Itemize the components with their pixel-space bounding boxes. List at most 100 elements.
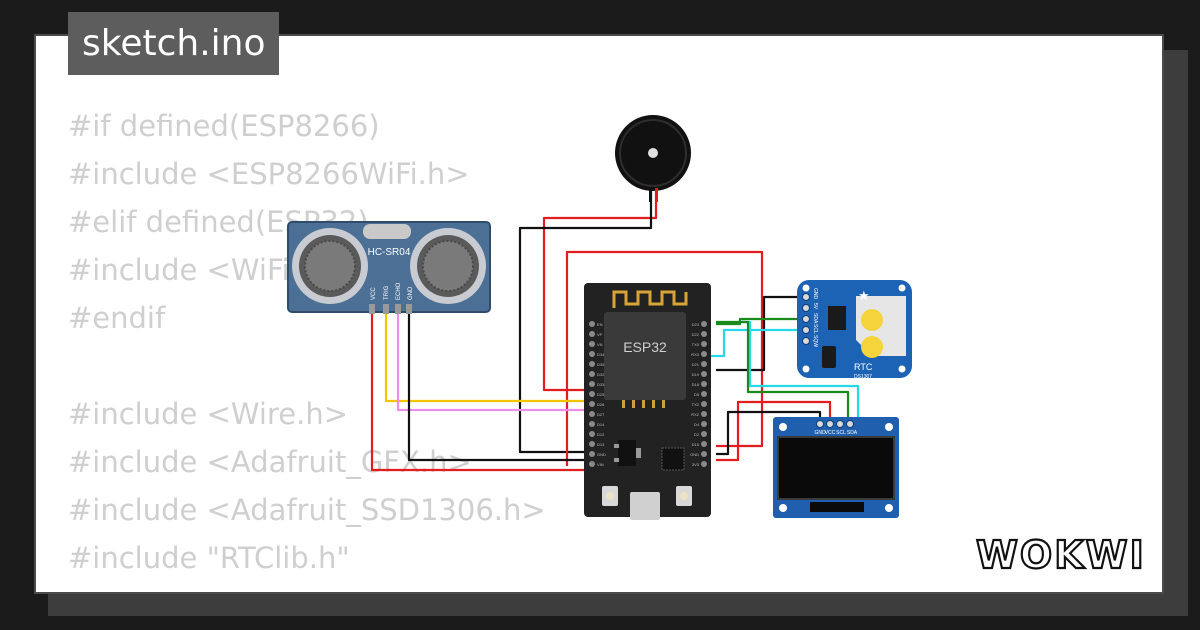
esp32-pin-label: GND xyxy=(597,452,606,457)
esp32-pin-label: D5 xyxy=(694,392,700,397)
esp32-antenna xyxy=(612,290,688,308)
esp32-right-header xyxy=(701,321,707,467)
esp32-pin-label: D14 xyxy=(597,422,605,427)
oled-pin-scl: SCL xyxy=(836,430,846,436)
rtc-label: RTC xyxy=(854,362,873,372)
esp32-pin-label: D2 xyxy=(694,432,700,437)
rtc-battery-holder xyxy=(856,296,906,358)
oled-pin-pads xyxy=(816,420,854,428)
code-line: #include <ESP8266WiFi.h> xyxy=(68,157,470,191)
oled-pin-sda: SDA xyxy=(847,430,858,436)
wire-power-top[interactable] xyxy=(565,250,764,466)
esp32-pin-label: D32 xyxy=(597,372,605,377)
wire-rtc-scl[interactable] xyxy=(706,328,806,358)
esp32-pin-label: VIN xyxy=(597,462,604,467)
wire-buzzer-ground[interactable] xyxy=(518,190,653,454)
oled-pin-labels: GND VCC SCL SDA xyxy=(814,430,857,436)
rtc-chip xyxy=(828,306,846,330)
wire-hcsr04-vcc[interactable] xyxy=(370,312,592,472)
ultrasonic-header-pins xyxy=(369,304,412,314)
esp32-pin-label: D12 xyxy=(597,432,605,437)
esp32-pin-label: D23 xyxy=(692,322,700,327)
oled-display[interactable]: GND VCC SCL SDA xyxy=(773,417,899,518)
rtc-pin-5v: 5V xyxy=(812,303,818,310)
file-tab[interactable]: sketch.ino xyxy=(68,12,280,75)
ultrasonic-pin-echo: ECHO xyxy=(396,282,402,300)
rtc-pin-sda: SDA xyxy=(812,313,818,324)
esp32-usb-chip xyxy=(661,447,685,471)
ultrasonic-transducer-left xyxy=(292,228,368,304)
wire-oled-sda[interactable] xyxy=(716,320,850,424)
ultrasonic-pin-trig: TRIG xyxy=(384,285,390,300)
esp32-pin-label: RX2 xyxy=(691,412,700,417)
buzzer[interactable] xyxy=(615,115,691,202)
esp32-pin-label: TX0 xyxy=(692,342,700,347)
rtc-pin-sqw: SQW xyxy=(812,335,818,347)
esp32-pin-label: 3V3 xyxy=(692,462,700,467)
esp32-module xyxy=(604,312,686,400)
oled-pin-gnd: GND xyxy=(814,430,826,436)
wire-buzzer-signal[interactable] xyxy=(542,190,658,392)
ultrasonic-sensor[interactable]: HC-SR04 VCC TRIG ECHO GND xyxy=(287,221,491,314)
esp32-pin-label: RX0 xyxy=(691,352,700,357)
code-background: #if defined(ESP8266) #include <ESP8266Wi… xyxy=(68,102,546,582)
esp32-pin-label: D22 xyxy=(692,332,700,337)
esp32-pin-label: D26 xyxy=(597,402,605,407)
esp32-pin-label: GND xyxy=(690,452,699,457)
esp32-board[interactable]: ESP32 EN VP VN D34 D35 xyxy=(584,283,711,520)
oled-ribbon xyxy=(810,502,864,512)
esp32-pin-label: TX2 xyxy=(692,402,700,407)
code-line: #include <Adafruit_SSD1306.h> xyxy=(68,493,546,527)
esp32-pin-label: D35 xyxy=(597,362,605,367)
wire-hcsr04-gnd[interactable] xyxy=(407,312,592,462)
esp32-en-button[interactable] xyxy=(676,486,692,506)
esp32-pin-label: D15 xyxy=(692,442,700,447)
wires xyxy=(370,190,860,472)
usb-port-icon xyxy=(630,492,660,520)
esp32-module-pads xyxy=(622,400,665,408)
ultrasonic-pin-gnd: GND xyxy=(408,286,414,300)
code-line: #endif xyxy=(68,301,166,335)
rtc-pin-labels: GND 5V SDA SCL SQW xyxy=(812,288,818,347)
esp32-label: ESP32 xyxy=(623,339,667,355)
esp32-boot-button[interactable] xyxy=(602,486,618,506)
ultrasonic-label: HC-SR04 xyxy=(368,247,411,258)
esp32-pin-label: D27 xyxy=(597,412,605,417)
rtc-pin-gnd: GND xyxy=(812,288,818,300)
wire-rtc-gnd[interactable] xyxy=(716,295,806,372)
code-line: #include "RTClib.h" xyxy=(68,541,350,575)
oled-screen xyxy=(777,436,895,500)
wire-oled-vcc[interactable] xyxy=(716,400,832,462)
esp32-pin-label: D19 xyxy=(692,372,700,377)
esp32-pin-label: D18 xyxy=(692,382,700,387)
esp32-pin-label: EN xyxy=(597,322,603,327)
esp32-pin-label: D4 xyxy=(694,422,700,427)
esp32-left-pin-labels: EN VP VN D34 D35 D32 D33 D25 D26 D27 D14… xyxy=(597,322,606,467)
rtc-model: DS1307 xyxy=(854,374,872,380)
rtc-module[interactable]: GND 5V SDA SCL SQW ★ RTC DS1307 xyxy=(797,280,912,380)
wire-hcsr04-trig[interactable] xyxy=(384,312,592,403)
wire-oled-gnd[interactable] xyxy=(716,410,822,456)
rtc-pin-scl: SCL xyxy=(812,324,818,334)
esp32-pin-label: D25 xyxy=(597,392,605,397)
esp32-pin-label: D34 xyxy=(597,352,605,357)
oled-holes xyxy=(779,423,893,512)
rtc-holes xyxy=(802,284,906,373)
wokwi-logo: WOKWI xyxy=(975,532,1146,574)
ultrasonic-pin-vcc: VCC xyxy=(371,287,377,300)
esp32-right-pin-labels: D23 D22 TX0 RX0 D21 D19 D18 D5 TX2 RX2 D… xyxy=(690,322,700,467)
esp32-pin-label: D13 xyxy=(597,442,605,447)
esp32-pin-label: VP xyxy=(597,332,603,337)
code-line: #include <Adafruit_GFX.h> xyxy=(68,445,472,479)
wokwi-logo-text: WOKWI xyxy=(976,533,1146,574)
oled-pin-vcc: VCC xyxy=(825,430,836,436)
esp32-pin-label: VN xyxy=(597,342,603,347)
esp32-pin-label: D33 xyxy=(597,382,605,387)
ultrasonic-pin-labels: VCC TRIG ECHO GND xyxy=(371,282,414,300)
star-logo-icon: ★ xyxy=(858,289,870,304)
wire-hcsr04-echo[interactable] xyxy=(396,312,592,412)
esp32-pin-label: D21 xyxy=(692,362,700,367)
code-line: #include <Wire.h> xyxy=(68,397,349,431)
ultrasonic-transducer-right xyxy=(410,228,486,304)
